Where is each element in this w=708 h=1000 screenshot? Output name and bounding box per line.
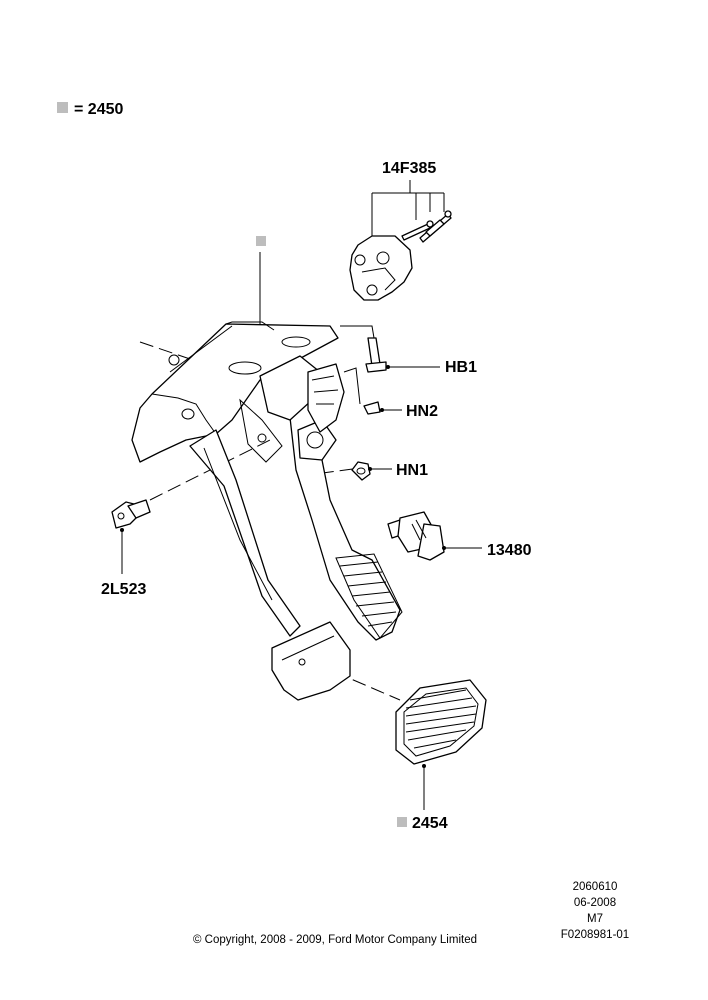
callout-13480: 13480: [487, 542, 532, 559]
legend-marker: [57, 102, 68, 113]
clip-nut-hn2: [343, 367, 381, 415]
callout-14f385: 14F385: [382, 160, 436, 177]
nut-hn1: [351, 461, 371, 481]
bolt-set: [401, 210, 452, 243]
callout-14f385-leaders: [371, 180, 445, 238]
drawing-figure-id: F0208981-01: [560, 929, 630, 941]
brake-light-switch: [387, 511, 445, 561]
pedal-pad-ribs: [405, 689, 477, 749]
copyright-notice: © Copyright, 2008 - 2009, Ford Motor Com…: [193, 934, 477, 946]
drawing-date: 06-2008: [573, 897, 617, 909]
brake-pedal-mechanism: [239, 355, 345, 463]
callout-2l523-dot: [120, 528, 124, 532]
callout-2l523: 2L523: [101, 581, 146, 598]
accelerator-pad-ribs: [339, 561, 397, 627]
callout-hb1-dot: [386, 365, 390, 369]
callout-hn2-dot: [380, 408, 384, 412]
callout-hn1-dot: [368, 467, 372, 471]
drawing-code: 2060610: [572, 881, 618, 893]
callout-13480-dot: [442, 546, 446, 550]
callout-2454-dot: [422, 764, 426, 768]
clutch-pedal: [189, 429, 351, 701]
callout-2454: 2454: [412, 815, 448, 832]
pedal-box-bracket: [131, 321, 339, 463]
callout-hn2: HN2: [406, 403, 438, 420]
drawing-metadata: 2060610 06-2008 M7 F0208981-01: [555, 879, 635, 943]
callout-hb1: HB1: [445, 359, 477, 376]
accelerator-pedal: [287, 381, 403, 641]
axis-line-3: [315, 663, 401, 701]
pedal-pad-2454: [395, 679, 487, 765]
legend-label: = 2450: [74, 101, 123, 118]
callout-2454-marker: [397, 817, 407, 827]
callout-hn1: HN1: [396, 462, 428, 479]
pedal-position-sensor: [349, 235, 413, 301]
drawing-model: M7: [587, 913, 603, 925]
clutch-switch: [111, 499, 151, 529]
bolt-hb1: [340, 325, 387, 373]
bracket-marker: [256, 236, 266, 246]
